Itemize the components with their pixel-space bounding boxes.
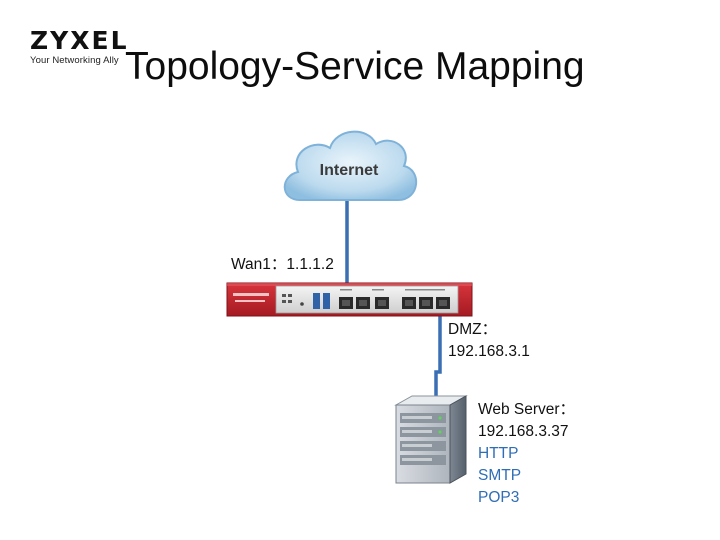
dmz-ip: 192.168.3.1 bbox=[448, 343, 530, 360]
dmz-link bbox=[434, 296, 442, 402]
logo-tagline: Your Networking Ally bbox=[30, 55, 119, 66]
zyxel-logo: ZYXEL Your Networking Ally bbox=[30, 26, 129, 67]
dmz-label: DMZ： bbox=[448, 321, 498, 338]
slide-title: Topology-Service Mapping bbox=[125, 45, 585, 88]
wan-label: Wan1：1.1.1.2 bbox=[231, 256, 334, 273]
server-ip: 192.168.3.37 bbox=[478, 423, 569, 440]
logo-wordmark: ZYXEL bbox=[30, 26, 129, 55]
service-pop3: POP3 bbox=[478, 489, 520, 506]
firewall-device-icon bbox=[226, 282, 473, 317]
internet-cloud-icon bbox=[283, 130, 418, 201]
service-http: HTTP bbox=[478, 445, 519, 462]
cloud-label: Internet bbox=[320, 162, 379, 179]
server-label: Web Server： bbox=[478, 401, 576, 418]
web-server-icon bbox=[394, 395, 468, 484]
service-smtp: SMTP bbox=[478, 467, 522, 484]
